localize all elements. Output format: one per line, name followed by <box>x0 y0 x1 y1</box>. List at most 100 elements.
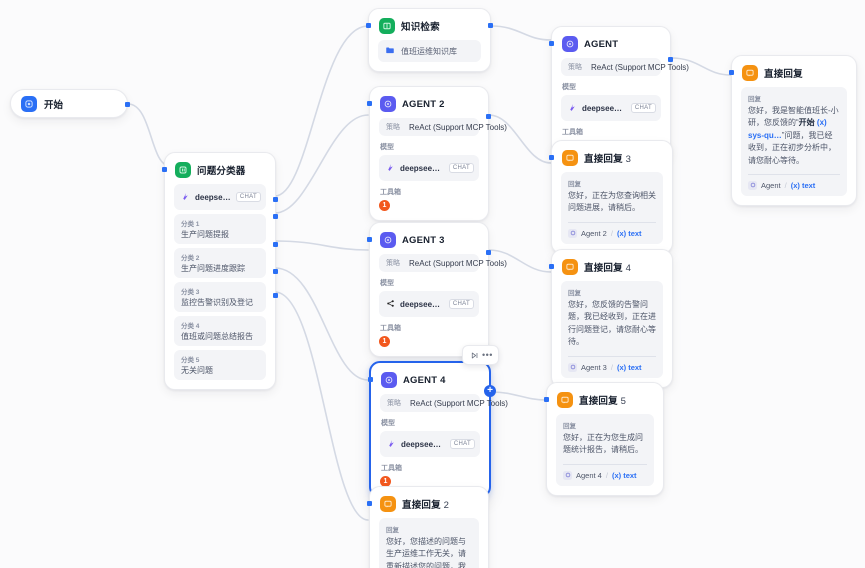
reply4-answer-text: 您好，您反馈的告警问题，我已经收到，正在进行问题登记，请您耐心等待。 <box>568 300 656 347</box>
agent2-title: AGENT 2 <box>402 98 445 110</box>
agent1-model-badge: CHAT <box>630 103 656 113</box>
reply5-input-port[interactable] <box>544 397 549 402</box>
node-direct-reply-5[interactable]: 直接回复 5 回复 您好，正在为您生成问题统计报告，请稍后。 Agent 4 /… <box>544 382 664 496</box>
classifier-class-4[interactable]: 分类 4 值班或问题总结报告 <box>174 316 266 346</box>
agent1-model-row[interactable]: deepseek-ai/DeepSe… CHAT <box>561 95 661 121</box>
edge-classifier-reply2 <box>274 291 369 521</box>
agent4-strategy-row[interactable]: 策略 ReAct (Support MCP Tools) <box>380 394 508 412</box>
node-knowledge-retrieval[interactable]: 知识检索 值班运维知识库 <box>366 8 493 72</box>
classifier-output-port-2[interactable] <box>273 214 278 219</box>
reply1-answer-box[interactable]: 回复 您好，我是智能值班长-小研，您反馈的“开始 (x) sys-qu…”问题，… <box>741 87 847 196</box>
agent2-input-port[interactable] <box>367 101 372 106</box>
reply2-answer-box[interactable]: 回复 您好，您描述的问题与生产运维工作无关，请重新描述您的问题，我可以帮助您进行… <box>379 518 479 568</box>
classifier-output-port-5[interactable] <box>273 293 278 298</box>
agent2-header: AGENT 2 <box>370 87 488 118</box>
agent4-add-node-handle[interactable]: + <box>484 385 496 397</box>
deepseek-violet-icon <box>386 159 395 177</box>
reply3-input-port[interactable] <box>549 155 554 160</box>
agent4-node-toolbar[interactable]: ••• <box>462 345 499 365</box>
agent4-header: AGENT 4 <box>371 363 489 394</box>
reply-icon <box>562 259 578 275</box>
agent3-strategy-row[interactable]: 策略 ReAct (Support MCP Tools) <box>379 254 507 272</box>
agent4-model-label: 模型 <box>381 420 395 427</box>
reply-icon <box>742 65 758 81</box>
node-agent-4[interactable]: AGENT 4 策略 ReAct (Support MCP Tools) 模型 … <box>368 361 508 498</box>
agent1-strategy-row[interactable]: 策略 ReAct (Support MCP Tools) <box>561 58 689 76</box>
start-output-port[interactable] <box>125 102 130 107</box>
classifier-class-2[interactable]: 分类 2 生产问题进度跟踪 <box>174 248 266 278</box>
folder-icon <box>385 45 395 57</box>
reply5-body: 回复 您好，正在为您生成问题统计报告，请稍后。 Agent 4 / (x) te… <box>547 414 663 495</box>
node-question-classifier[interactable]: 问题分类器 deepseek-ai/DeepSe… CHAT 分类 1 生产问题… <box>162 152 278 390</box>
classifier-model-row[interactable]: deepseek-ai/DeepSe… CHAT <box>174 184 266 210</box>
reply4-answer-box[interactable]: 回复 您好，您反馈的告警问题，我已经收到，正在进行问题登记，请您耐心等待。 Ag… <box>561 281 663 378</box>
reply5-title-suffix: 5 <box>620 396 627 407</box>
reply4-input-port[interactable] <box>549 264 554 269</box>
classifier-output-port-1[interactable] <box>273 197 278 202</box>
reply5-answer-label: 回复 <box>563 423 576 430</box>
classifier-class-5[interactable]: 分类 5 无关问题 <box>174 350 266 380</box>
agent2-output-port[interactable] <box>486 114 491 119</box>
node-agent-2[interactable]: AGENT 2 策略 ReAct (Support MCP Tools) 模型 … <box>367 86 507 221</box>
reply5-foot-source: Agent 4 <box>576 470 602 480</box>
knowledge-input-port[interactable] <box>366 23 371 28</box>
agent3-output-port[interactable] <box>486 250 491 255</box>
classifier-class-3[interactable]: 分类 3 监控告警识别及登记 <box>174 282 266 312</box>
agent4-tool-badge[interactable]: 1 <box>380 476 391 487</box>
reply3-foot-sep: / <box>610 228 613 238</box>
knowledge-output-port[interactable] <box>488 23 493 28</box>
edge-classifier-agent3 <box>274 240 369 251</box>
reply1-footer[interactable]: Agent / (x) text <box>748 180 840 190</box>
agent4-input-port[interactable] <box>368 377 373 382</box>
reply1-input-port[interactable] <box>729 70 734 75</box>
reply2-answer-text: 您好，您描述的问题与生产运维工作无关，请重新描述您的问题，我可以帮助您进行生产问… <box>386 537 466 568</box>
reply5-answer-box[interactable]: 回复 您好，正在为您生成问题统计报告，请稍后。 Agent 4 / (x) te… <box>556 414 654 486</box>
reply5-foot-var: (x) text <box>611 470 637 480</box>
agent4-model-row[interactable]: deepseek-ai/DeepSe… CHAT <box>380 431 480 457</box>
node-start[interactable]: 开始 <box>10 89 130 118</box>
reply4-header: 直接回复 4 <box>552 250 672 281</box>
class-4-text: 值班或问题总结报告 <box>181 332 253 341</box>
agent4-model-name: deepseek-ai/DeepSe… <box>401 439 445 449</box>
reply4-title-suffix: 4 <box>625 263 632 274</box>
agent1-output-port[interactable] <box>668 57 673 62</box>
class-5-index: 分类 5 <box>181 357 200 364</box>
agent2-tools-label: 工具箱 <box>380 189 401 196</box>
class-3-text: 监控告警识别及登记 <box>181 298 253 307</box>
node-agent-3[interactable]: AGENT 3 策略 ReAct (Support MCP Tools) 模型 … <box>367 222 507 357</box>
run-icon[interactable] <box>468 349 480 361</box>
class-2-index: 分类 2 <box>181 255 200 262</box>
agent2-strategy-row[interactable]: 策略 ReAct (Support MCP Tools) <box>379 118 507 136</box>
knowledge-title: 知识检索 <box>401 22 440 33</box>
node-direct-reply-4[interactable]: 直接回复 4 回复 您好，您反馈的告警问题，我已经收到，正在进行问题登记，请您耐… <box>549 249 673 388</box>
reply4-footer[interactable]: Agent 3 / (x) text <box>568 362 656 372</box>
node-agent-1[interactable]: AGENT 策略 ReAct (Support MCP Tools) 模型 de… <box>549 26 689 161</box>
classifier-output-port-3[interactable] <box>273 242 278 247</box>
agent3-tool-badge[interactable]: 1 <box>379 336 390 347</box>
classifier-title: 问题分类器 <box>197 166 246 177</box>
node-direct-reply-1[interactable]: 直接回复 回复 您好，我是智能值班长-小研，您反馈的“开始 (x) sys-qu… <box>729 55 857 206</box>
knowledge-dataset-row[interactable]: 值班运维知识库 <box>378 40 481 62</box>
classifier-output-port-4[interactable] <box>273 269 278 274</box>
reply5-footer[interactable]: Agent 4 / (x) text <box>563 470 647 480</box>
reply3-answer-text: 您好，正在为您查询相关问题进展，请稍后。 <box>568 191 656 213</box>
agent-icon <box>562 36 578 52</box>
node-direct-reply-3[interactable]: 直接回复 3 回复 您好，正在为您查询相关问题进展，请稍后。 Agent 2 /… <box>549 140 673 254</box>
edge-classifier-agent2 <box>274 114 369 214</box>
node-direct-reply-2[interactable]: 直接回复 2 回复 您好，您描述的问题与生产运维工作无关，请重新描述您的问题，我… <box>367 486 489 568</box>
agent2-model-row[interactable]: deepseek-ai/DeepSe… CHAT <box>379 155 479 181</box>
reply3-footer[interactable]: Agent 2 / (x) text <box>568 228 656 238</box>
reply3-answer-box[interactable]: 回复 您好，正在为您查询相关问题进展，请稍后。 Agent 2 / (x) te… <box>561 172 663 244</box>
more-dots-icon[interactable]: ••• <box>482 349 493 360</box>
reply1-foot-sep: / <box>784 180 787 190</box>
classifier-class-1[interactable]: 分类 1 生产问题提报 <box>174 214 266 244</box>
reply2-input-port[interactable] <box>367 501 372 506</box>
classifier-input-port[interactable] <box>162 167 167 172</box>
agent3-model-row[interactable]: deepseek/deepseek-… CHAT <box>379 291 479 317</box>
agent4-title: AGENT 4 <box>403 374 446 386</box>
agent2-tool-badge[interactable]: 1 <box>379 200 390 211</box>
class-2-text: 生产问题进度跟踪 <box>181 264 245 273</box>
agent3-input-port[interactable] <box>367 237 372 242</box>
agent1-input-port[interactable] <box>549 41 554 46</box>
